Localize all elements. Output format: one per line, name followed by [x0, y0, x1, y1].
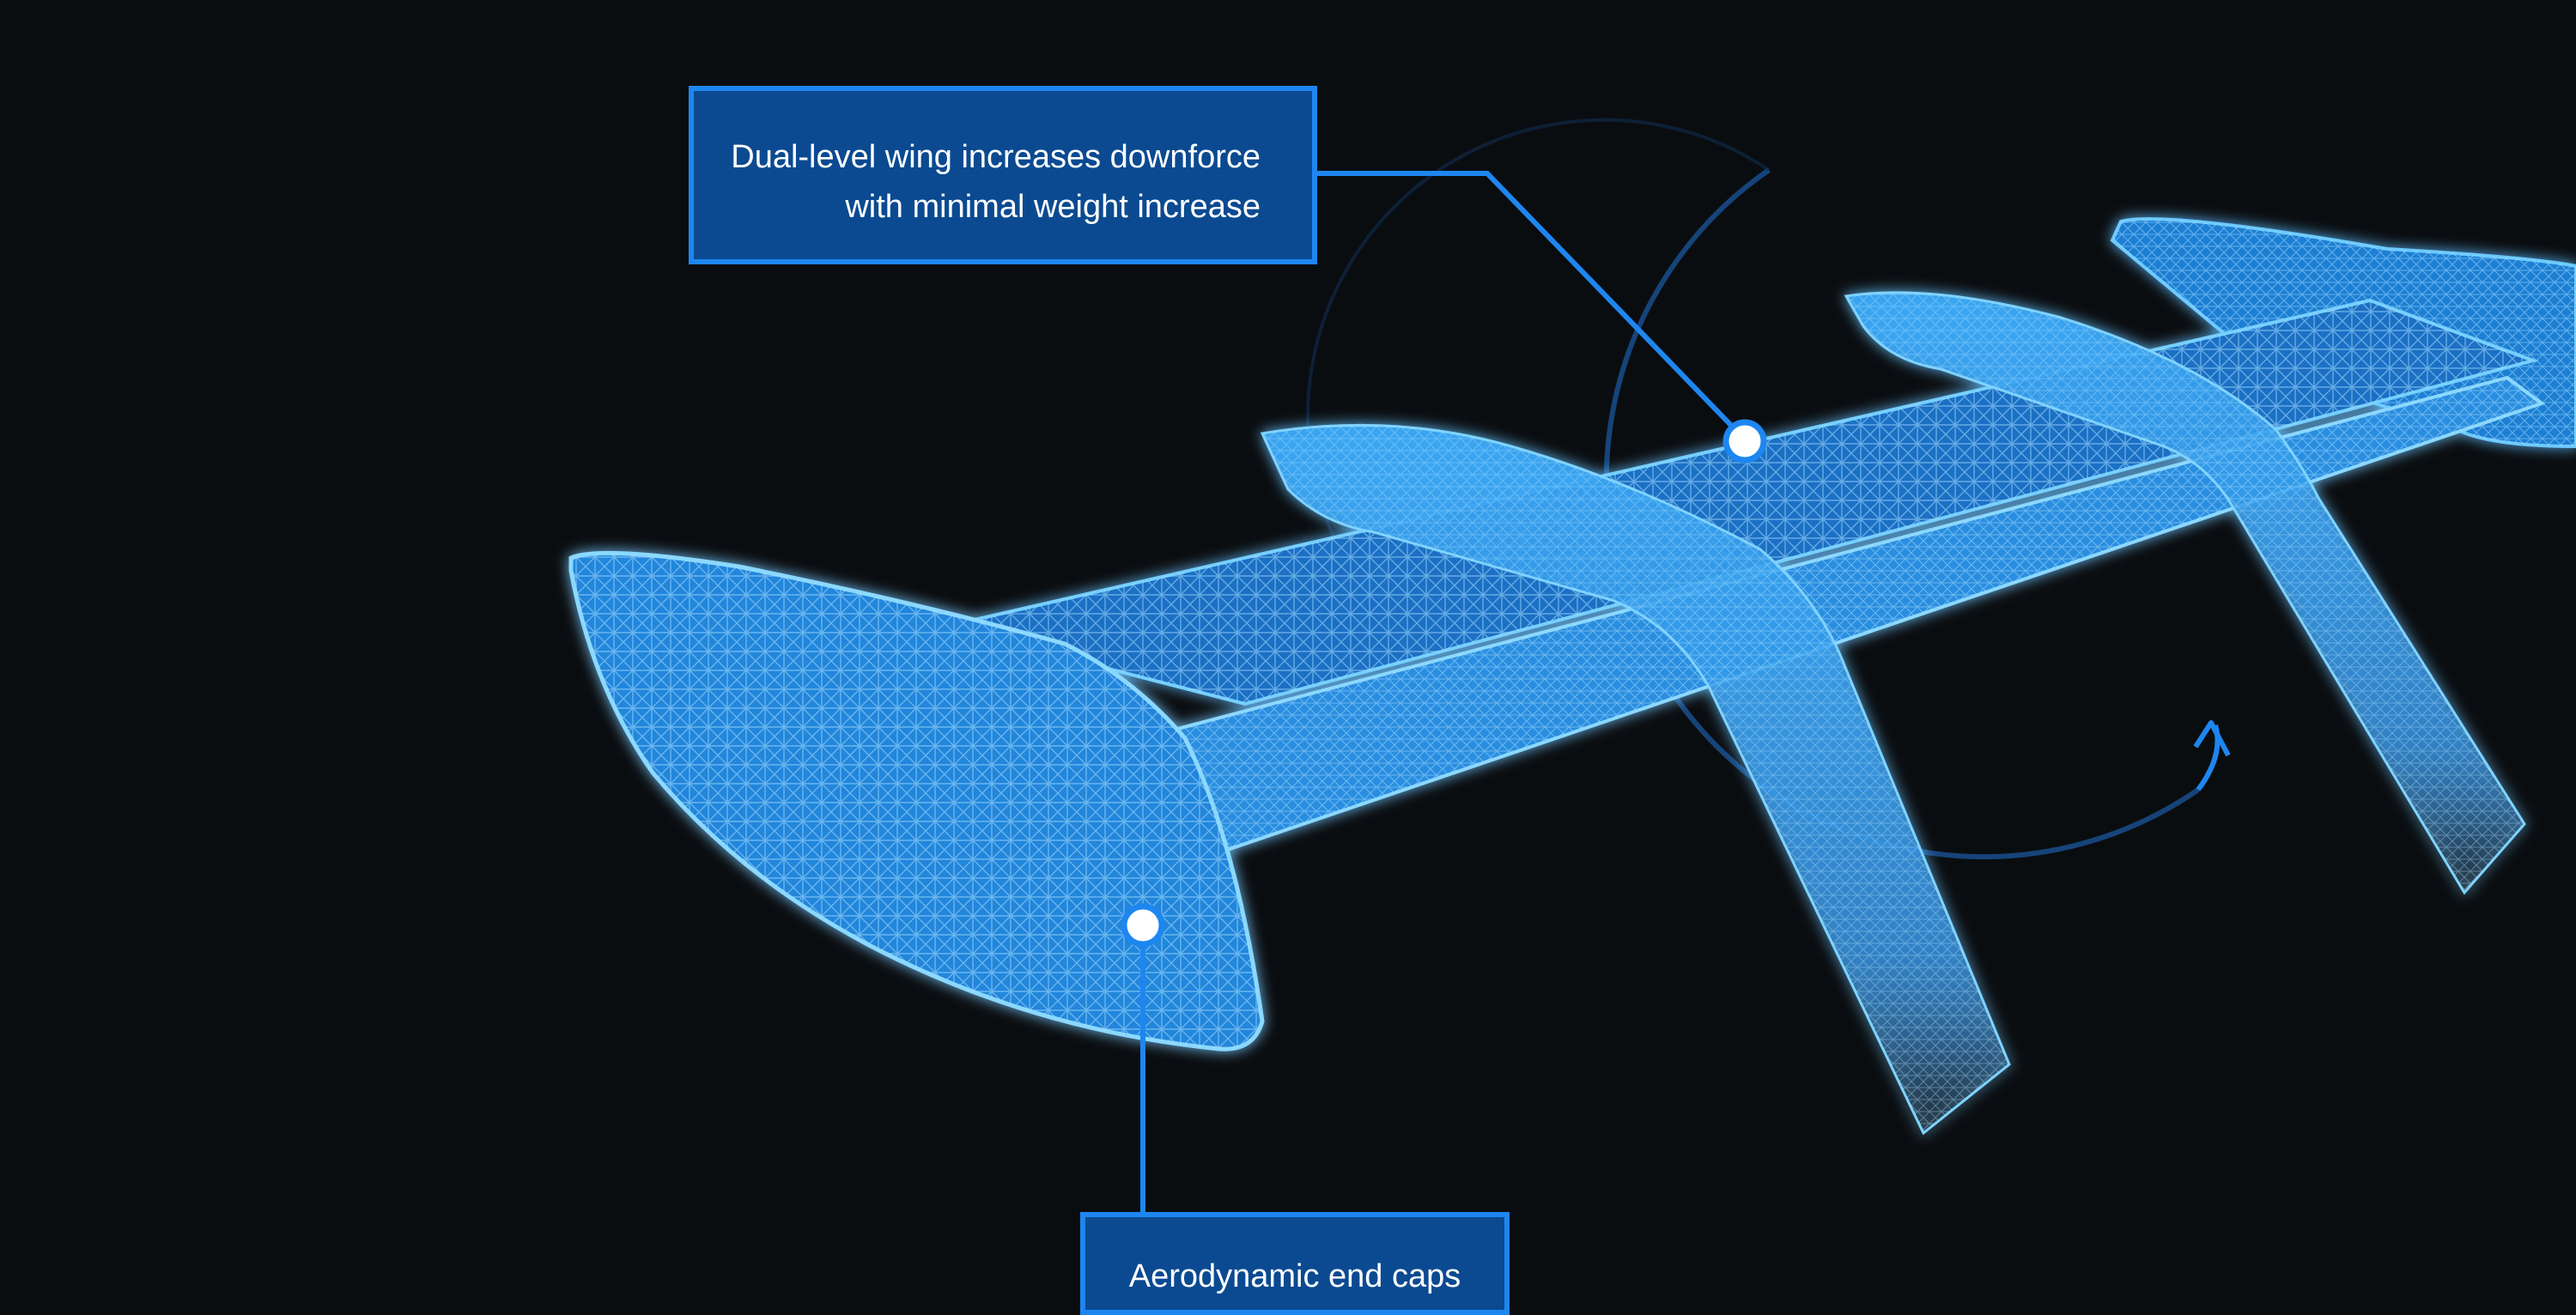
leader-line-top — [1317, 171, 1747, 442]
callout-bottom-line-1: Aerodynamic end caps — [1128, 1258, 1461, 1294]
callout-top-line-1: Dual-level wing increases downforce — [731, 139, 1261, 175]
callout-end-caps: Aerodynamic end caps — [1080, 1212, 1510, 1315]
wing-diagram — [568, 118, 2576, 1212]
marker-dot-wing — [1722, 419, 1767, 464]
rear-wing-wireframe — [568, 217, 2576, 1136]
rotate-arrow-icon — [2193, 720, 2231, 791]
callout-dual-level-wing: Dual-level wing increases downforce with… — [689, 86, 1317, 264]
callout-top-line-2: with minimal weight increase — [845, 189, 1261, 225]
marker-dot-endcap — [1121, 903, 1165, 948]
